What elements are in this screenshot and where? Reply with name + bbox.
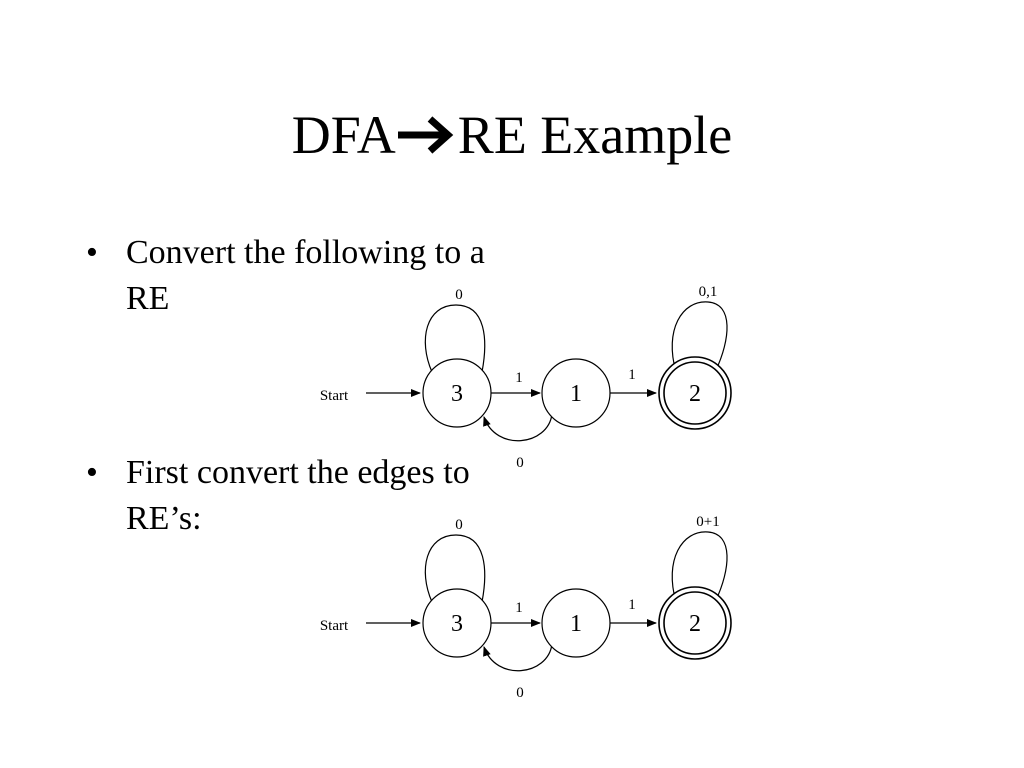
state-inner-circle — [663, 591, 727, 655]
start-label: Start — [320, 388, 349, 404]
start-label: Start — [320, 618, 349, 634]
loop-2-label: 0+1 — [696, 514, 719, 530]
state-label: 2 — [689, 381, 701, 407]
edge-1-3-label: 0 — [516, 685, 524, 701]
self-loop-3 — [424, 304, 486, 382]
edge-1-2-label: 1 — [628, 367, 636, 383]
bullet-text: First convert the edges to RE’s: — [126, 454, 470, 537]
dfa-diagram-original: Start 0 1 0 1 0,1 3 1 2 — [320, 284, 732, 471]
loop-3-label: 0 — [455, 517, 463, 533]
state-3: 3 — [422, 358, 492, 428]
state-1: 1 — [541, 588, 611, 658]
dfa-diagram-re-edges: Start 0 1 0 1 0+1 3 1 2 — [320, 514, 732, 701]
self-loop-2 — [671, 531, 728, 612]
state-label: 1 — [570, 381, 582, 407]
state-2-accepting: 2 — [658, 586, 732, 660]
self-loop-3 — [424, 534, 486, 612]
edge-1-to-3 — [483, 643, 553, 672]
state-3: 3 — [422, 588, 492, 658]
bullet-marker: • — [86, 454, 98, 491]
loop-3-label: 0 — [455, 287, 463, 303]
state-circle — [422, 358, 492, 428]
bullet-marker: • — [86, 234, 98, 271]
state-2-accepting: 2 — [658, 356, 732, 430]
bullet-text: Convert the following to a RE — [126, 234, 485, 317]
state-circle — [422, 588, 492, 658]
self-loop-2 — [671, 301, 728, 382]
state-label: 3 — [451, 611, 463, 637]
edge-3-1-label: 1 — [515, 600, 523, 616]
loop-2-label: 0,1 — [699, 284, 718, 300]
edge-1-to-3 — [483, 413, 553, 442]
edge-1-3-label: 0 — [516, 455, 524, 471]
state-label: 3 — [451, 381, 463, 407]
edge-3-1-label: 1 — [515, 370, 523, 386]
state-circle — [541, 588, 611, 658]
right-arrow-icon — [397, 116, 454, 154]
edge-1-2-label: 1 — [628, 597, 636, 613]
slide-title: DFA RE Example — [0, 100, 1024, 170]
state-inner-circle — [663, 361, 727, 425]
title-right: RE Example — [457, 105, 733, 165]
state-label: 2 — [689, 611, 701, 637]
title-left: DFA — [291, 105, 396, 165]
state-1: 1 — [541, 358, 611, 428]
state-circle — [541, 358, 611, 428]
state-label: 1 — [570, 611, 582, 637]
